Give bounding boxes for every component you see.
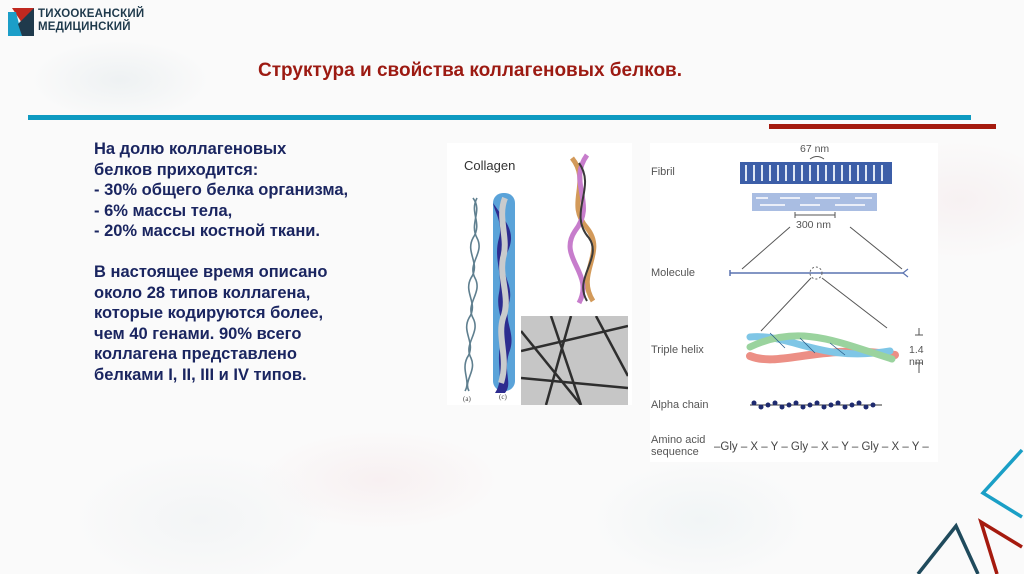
text-line: коллагена представлено bbox=[94, 345, 297, 363]
figure-caption: Collagen bbox=[464, 158, 516, 173]
title-rule-blue bbox=[28, 115, 971, 120]
logo-line-1: ТИХООКЕАНСКИЙ bbox=[38, 8, 145, 20]
amino-acid-sequence: –Gly – X – Y – Gly – X – Y – Gly – X – Y… bbox=[714, 441, 929, 453]
label-alpha-chain: Alpha chain bbox=[651, 399, 709, 411]
title-rule-red bbox=[769, 124, 996, 129]
paragraph-collagen-types: В настоящее время описано около 28 типов… bbox=[94, 262, 424, 385]
text-line: - 6% массы тела, bbox=[94, 201, 233, 220]
text-line: - 20% массы костной ткани. bbox=[94, 222, 321, 240]
corner-decoration bbox=[916, 448, 1024, 574]
body-text: На долю коллагеновых белков приходится: … bbox=[94, 139, 424, 406]
label-amino-acid: Amino acid bbox=[651, 434, 706, 446]
electron-micrograph bbox=[520, 315, 630, 406]
collagen-helix-illustrations bbox=[464, 153, 597, 393]
chevron-left-icon bbox=[980, 448, 1024, 519]
dimension-67nm: 67 nm bbox=[800, 143, 830, 155]
text-line: На долю коллагеновых bbox=[94, 140, 287, 158]
text-line: около 28 типов коллагена, bbox=[94, 283, 311, 302]
fibril-micrograph-lines bbox=[520, 315, 630, 406]
logo-line-2: МЕДИЦИНСКИЙ bbox=[38, 21, 131, 33]
dimension-300nm: 300 nm bbox=[796, 219, 832, 231]
text-line: В настоящее время описано bbox=[94, 263, 328, 281]
text-line: чем 40 генами. 90% всего bbox=[94, 324, 302, 343]
text-line: белками I, II, III и IV типов. bbox=[94, 365, 307, 384]
label-molecule: Molecule bbox=[651, 267, 696, 279]
text-line: белков приходится: bbox=[94, 160, 259, 179]
logo-text: ТИХООКЕАНСКИЙ МЕДИЦИНСКИЙ bbox=[38, 8, 144, 34]
label-sequence: sequence bbox=[651, 446, 699, 458]
paragraph-collagen-share: На долю коллагеновых белков приходится: … bbox=[94, 139, 424, 242]
logo-mark-icon bbox=[8, 8, 34, 36]
chevron-red-icon bbox=[977, 518, 1023, 574]
collagen-hierarchy-diagram: Fibril Molecule Triple helix Alpha chain… bbox=[650, 143, 938, 462]
text-line: которые кодируются более, bbox=[94, 304, 324, 322]
label-triple-helix: Triple helix bbox=[651, 344, 704, 356]
dimension-1-4nm: 1.4 nm bbox=[909, 344, 924, 368]
label-a: (a) bbox=[463, 395, 471, 403]
chevron-up-icon bbox=[916, 522, 980, 574]
collagen-models-figure: Collagen bbox=[447, 143, 632, 406]
slide-title: Структура и свойства коллагеновых белков… bbox=[258, 60, 683, 81]
hierarchy-graphics bbox=[729, 156, 923, 410]
university-logo: ТИХООКЕАНСКИЙ МЕДИЦИНСКИЙ bbox=[8, 4, 168, 40]
label-c: (c) bbox=[499, 393, 507, 401]
text-line: - 30% общего белка организма, bbox=[94, 181, 349, 199]
label-fibril: Fibril bbox=[651, 166, 675, 178]
